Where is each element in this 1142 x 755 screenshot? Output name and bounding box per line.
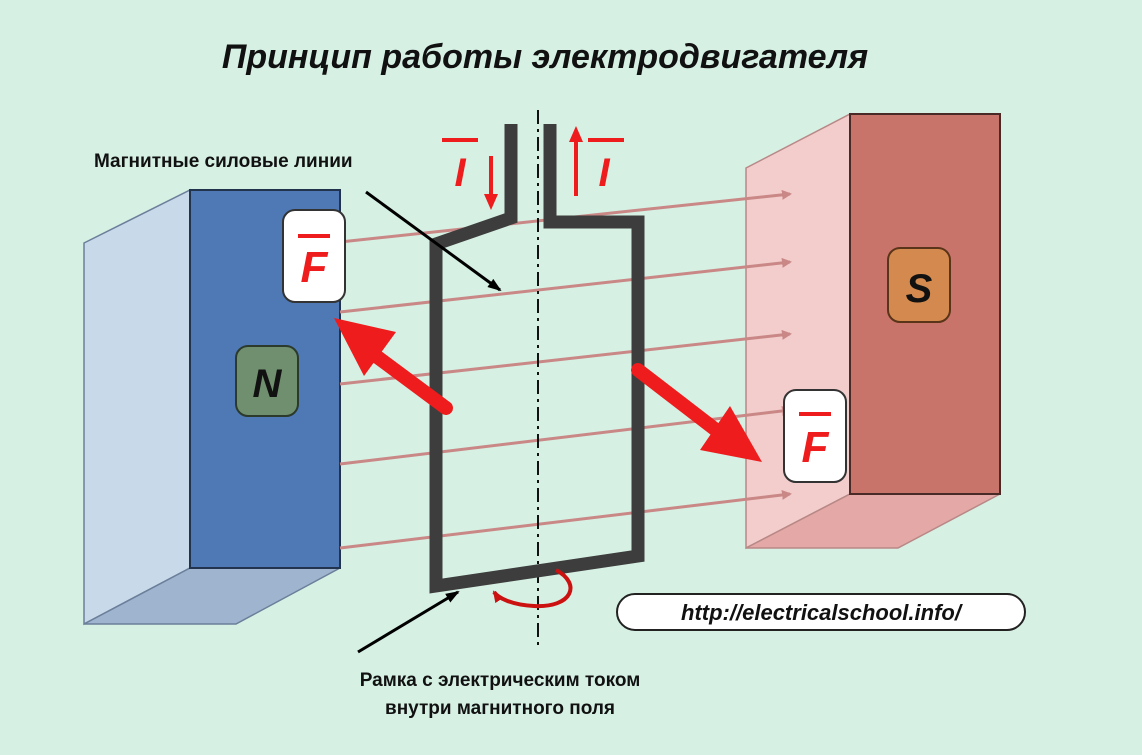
- force-arrow-icon: [631, 363, 762, 462]
- url-badge[interactable]: http://electricalschool.info/: [616, 593, 1026, 631]
- force-symbol: F: [301, 243, 329, 292]
- force-badge-left: F: [282, 209, 346, 303]
- page-title: Принцип работы электродвигателя: [222, 38, 868, 76]
- force-arrow-icon: [334, 318, 453, 415]
- force-badge-right: F: [783, 389, 847, 483]
- arrow-down-icon: [484, 194, 498, 210]
- force-symbol: F: [802, 423, 830, 472]
- current-in: I: [442, 138, 498, 210]
- south-magnet: S: [745, 112, 1001, 550]
- south-pole-label: S: [906, 267, 933, 311]
- frame-label-line2: внутри магнитного поля: [385, 698, 615, 719]
- arrow-up-icon: [569, 126, 583, 142]
- rotation-arrow-icon: [492, 568, 573, 609]
- frame-label-line1: Рамка с электрическим током: [360, 670, 641, 691]
- current-symbol: I: [454, 151, 466, 195]
- current-out: I: [569, 126, 624, 196]
- north-pole-badge: [235, 345, 299, 417]
- field-line: [339, 489, 792, 550]
- field-line: [339, 257, 792, 314]
- north-pole-label: N: [253, 362, 283, 406]
- current-frame: [429, 124, 645, 594]
- field-lines-pointer: [365, 190, 502, 292]
- north-magnet: N: [83, 188, 341, 626]
- source-link[interactable]: http://electricalschool.info/: [681, 600, 964, 625]
- field-line: [339, 405, 792, 466]
- field-line: [339, 329, 792, 386]
- field-lines-label: Магнитные силовые линии: [94, 151, 353, 172]
- frame-pointer: [357, 590, 460, 654]
- current-symbol: I: [598, 151, 610, 195]
- south-pole-badge: [887, 247, 951, 323]
- north-magnet-side: [83, 188, 191, 626]
